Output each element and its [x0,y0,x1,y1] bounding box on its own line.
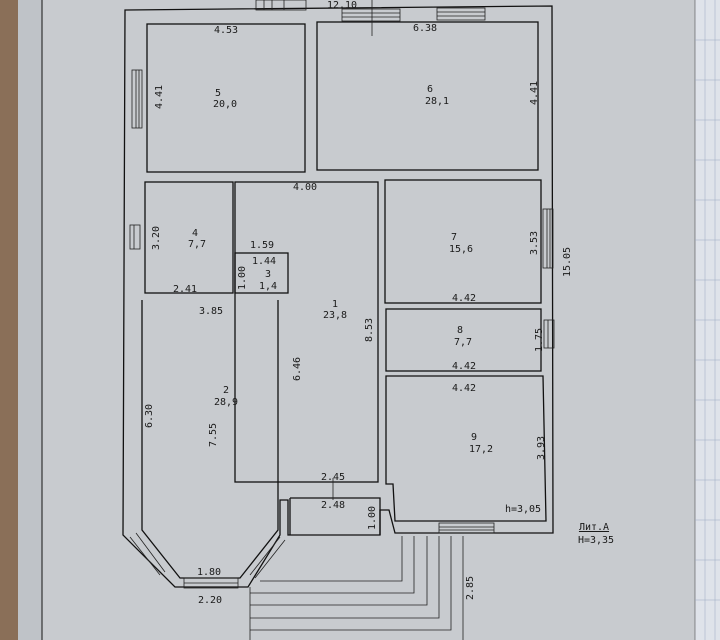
dim-r3-h: 1.00 [237,266,248,290]
dim-r6-w: 6.38 [413,23,437,34]
dim-r2-w: 3.85 [199,306,223,317]
room-8 [385,308,542,372]
dim-r2-bay-out: 2.20 [198,595,222,606]
room-4-area: 7,7 [188,239,206,250]
dim-entry-in: 2.45 [321,472,345,483]
dim-r4-w: 2.41 [173,284,197,295]
dim-r2-bay: 1.80 [197,567,221,578]
dim-r1-h: 8.53 [364,318,375,342]
outer-wall [122,5,554,588]
building-height: H=3,35 [578,535,614,546]
dim-r9-w: 4.42 [452,383,476,394]
room-height: h=3,05 [505,504,541,515]
vertical-dimension-labels: 4.41 4.41 3.20 3.53 15.05 8.53 6.46 6.30… [144,81,573,600]
dimension-labels: 12.10 4.53 6.38 4.00 1.59 1.44 2.41 3.85… [173,0,614,606]
room-4 [144,181,234,294]
room-3-area: 1,4 [259,281,277,292]
room-9-area: 17,2 [469,444,493,455]
entrance-steps [249,536,464,640]
room-1-number: 1 [332,299,338,310]
room-8-area: 7,7 [454,337,472,348]
dim-entry-out: 2.48 [321,500,345,511]
dim-r4-h: 3.20 [151,226,162,250]
dim-r6-h: 4.41 [529,81,540,105]
room-7-area: 15,6 [449,244,473,255]
dim-corr-w: 4.00 [293,182,317,193]
room-8-number: 8 [457,325,463,336]
room-5-number: 5 [215,88,221,99]
dim-r8-w: 4.42 [452,361,476,372]
dim-r3-w: 1.44 [252,256,276,267]
room-4-number: 4 [192,228,198,239]
dim-r8-h: 1.75 [534,328,545,352]
room-1-area: 23,8 [323,310,347,321]
room-6-area: 28,1 [425,96,449,107]
room-7-number: 7 [451,232,457,243]
room-3-number: 3 [265,269,271,280]
dim-r2-h: 7.55 [208,423,219,447]
room-2-number: 2 [223,385,229,396]
dim-r2-side: 6.30 [144,404,155,428]
room-9-number: 9 [471,432,477,443]
dim-r5-h: 4.41 [154,85,165,109]
liter-label: Лит.А [579,522,609,533]
windows [129,0,555,589]
dim-r1-side: 6.46 [292,357,303,381]
dim-r9-h: 3.93 [536,436,547,460]
dim-r7-w: 4.42 [452,293,476,304]
paper-margin [18,0,42,640]
room-labels: 123,8 228,9 31,4 47,7 520,0 628,1 715,6 … [188,84,493,455]
dim-r3-top: 1.59 [250,240,274,251]
dim-porch-h: 1.00 [367,506,378,530]
room-5 [146,23,306,173]
room-2-area: 28,9 [214,397,238,408]
dim-overall-width: 12.10 [327,0,357,11]
grid-lines [694,0,720,640]
room-5-area: 20,0 [213,99,237,110]
room-3 [234,252,289,294]
room-1 [234,181,379,483]
dim-steps: 2.85 [465,576,476,600]
room-9 [385,375,547,522]
dim-r5-w: 4.53 [214,25,238,36]
dim-overall-depth: 15.05 [562,247,573,277]
room-6 [316,21,539,171]
room-7 [384,179,542,304]
carpet-background [0,0,18,640]
dim-r7-h: 3.53 [529,231,540,255]
room-6-number: 6 [427,84,433,95]
entry-porch [289,497,381,535]
